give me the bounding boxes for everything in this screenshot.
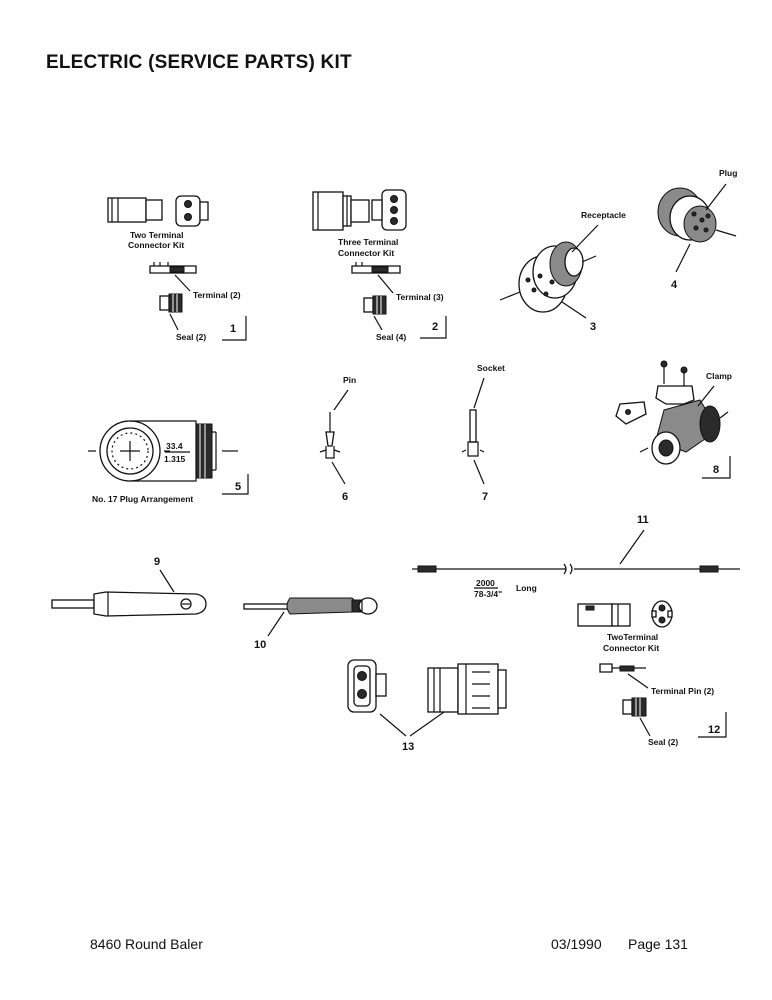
insertion-tool-drawing [243, 597, 378, 615]
item-3-receptacle: Receptacle 3 [499, 210, 626, 333]
item-8-clamp: Clamp 8 [615, 360, 732, 479]
pin-drawing [319, 412, 341, 459]
item-12-label-kit-line1: TwoTerminal [607, 632, 658, 642]
item-12-label-kit-line2: Connector Kit [603, 643, 659, 653]
item-2-number: 2 [432, 321, 438, 333]
seal-drawing [363, 295, 387, 315]
item-2-label-kit-line2: Connector Kit [338, 248, 394, 258]
page-title: ELECTRIC (SERVICE PARTS) KIT [46, 52, 352, 73]
item-12-number: 12 [708, 724, 720, 736]
item-12-label-terminal-pin: Terminal Pin (2) [651, 686, 714, 696]
item-10-number: 10 [254, 639, 266, 651]
seal-drawing [159, 293, 183, 313]
three-terminal-connector-drawing [312, 189, 407, 231]
socket-drawing [461, 409, 485, 457]
terminal-drawing [351, 262, 401, 274]
item-6-label-pin: Pin [343, 375, 356, 385]
item-1-label-seal: Seal (2) [176, 332, 206, 342]
item-10-tool: 10 [243, 597, 378, 651]
footer-model: 8460 Round Baler [90, 936, 203, 952]
lead-drawing [412, 563, 740, 575]
item-7-number: 7 [482, 491, 488, 503]
plug-drawing [657, 187, 717, 243]
terminal-drawing [149, 262, 197, 274]
item-6-number: 6 [342, 491, 348, 503]
item-2-three-terminal-kit: Three Terminal Connector Kit Terminal (3… [312, 189, 447, 342]
item-5-plug-arrangement: 33.4 1.315 No. 17 Plug Arrangement 5 [88, 420, 249, 504]
item-3-label-receptacle: Receptacle [581, 210, 626, 220]
footer-page-number: Page 131 [628, 936, 688, 952]
item-5-dimension-in: 1.315 [164, 454, 186, 464]
item-2-label-seal: Seal (4) [376, 332, 406, 342]
item-11-length-mm: 2000 [476, 578, 495, 588]
item-7-socket: Socket 7 [461, 363, 505, 503]
item-12-label-seal: Seal (2) [648, 737, 678, 747]
receptacle-drawing [518, 241, 584, 313]
item-4-number: 4 [671, 279, 678, 291]
item-5-dimension-mm: 33.4 [166, 441, 183, 451]
item-11-label-long: Long [516, 583, 537, 593]
item-2-label-kit-line1: Three Terminal [338, 237, 398, 247]
terminal-pin-drawing [599, 663, 646, 673]
item-5-label-arrangement: No. 17 Plug Arrangement [92, 494, 193, 504]
item-11-number: 11 [637, 514, 649, 526]
item-6-pin: Pin 6 [319, 375, 356, 503]
item-1-label-kit-line1: Two Terminal [130, 230, 184, 240]
item-1-label-terminal: Terminal (2) [193, 290, 241, 300]
item-13-number: 13 [402, 741, 414, 753]
two-terminal-connector-drawing [577, 600, 673, 628]
item-1-two-terminal-kit: Two Terminal Connector Kit Terminal (2) … [107, 195, 247, 342]
item-2-label-terminal: Terminal (3) [396, 292, 444, 302]
item-4-plug: Plug 4 [657, 168, 737, 291]
footer-date: 03/1990 [551, 936, 602, 952]
plug-arrangement-drawing [99, 420, 217, 482]
item-11-length-in: 78-3/4" [474, 589, 502, 599]
tool-drawing [51, 591, 207, 617]
item-3-number: 3 [590, 321, 596, 333]
item-12-two-terminal-kit: TwoTerminal Connector Kit Terminal Pin (… [577, 600, 727, 747]
clamp-drawing [615, 360, 721, 465]
item-8-label-clamp: Clamp [706, 371, 732, 381]
two-terminal-connector-drawing [107, 195, 209, 227]
item-4-label-plug: Plug [719, 168, 737, 178]
item-9-tool: 9 [51, 556, 207, 617]
item-9-number: 9 [154, 556, 160, 568]
item-7-label-socket: Socket [477, 363, 505, 373]
seal-drawing [622, 697, 647, 717]
item-11-lead: 11 2000 78-3/4" Long [412, 514, 740, 599]
item-8-number: 8 [713, 464, 719, 476]
item-1-number: 1 [230, 323, 236, 335]
item-1-label-kit-line2: Connector Kit [128, 240, 184, 250]
item-13-connector-pair: 13 [347, 659, 507, 753]
connector-pair-drawing [347, 659, 507, 715]
item-5-number: 5 [235, 481, 241, 493]
